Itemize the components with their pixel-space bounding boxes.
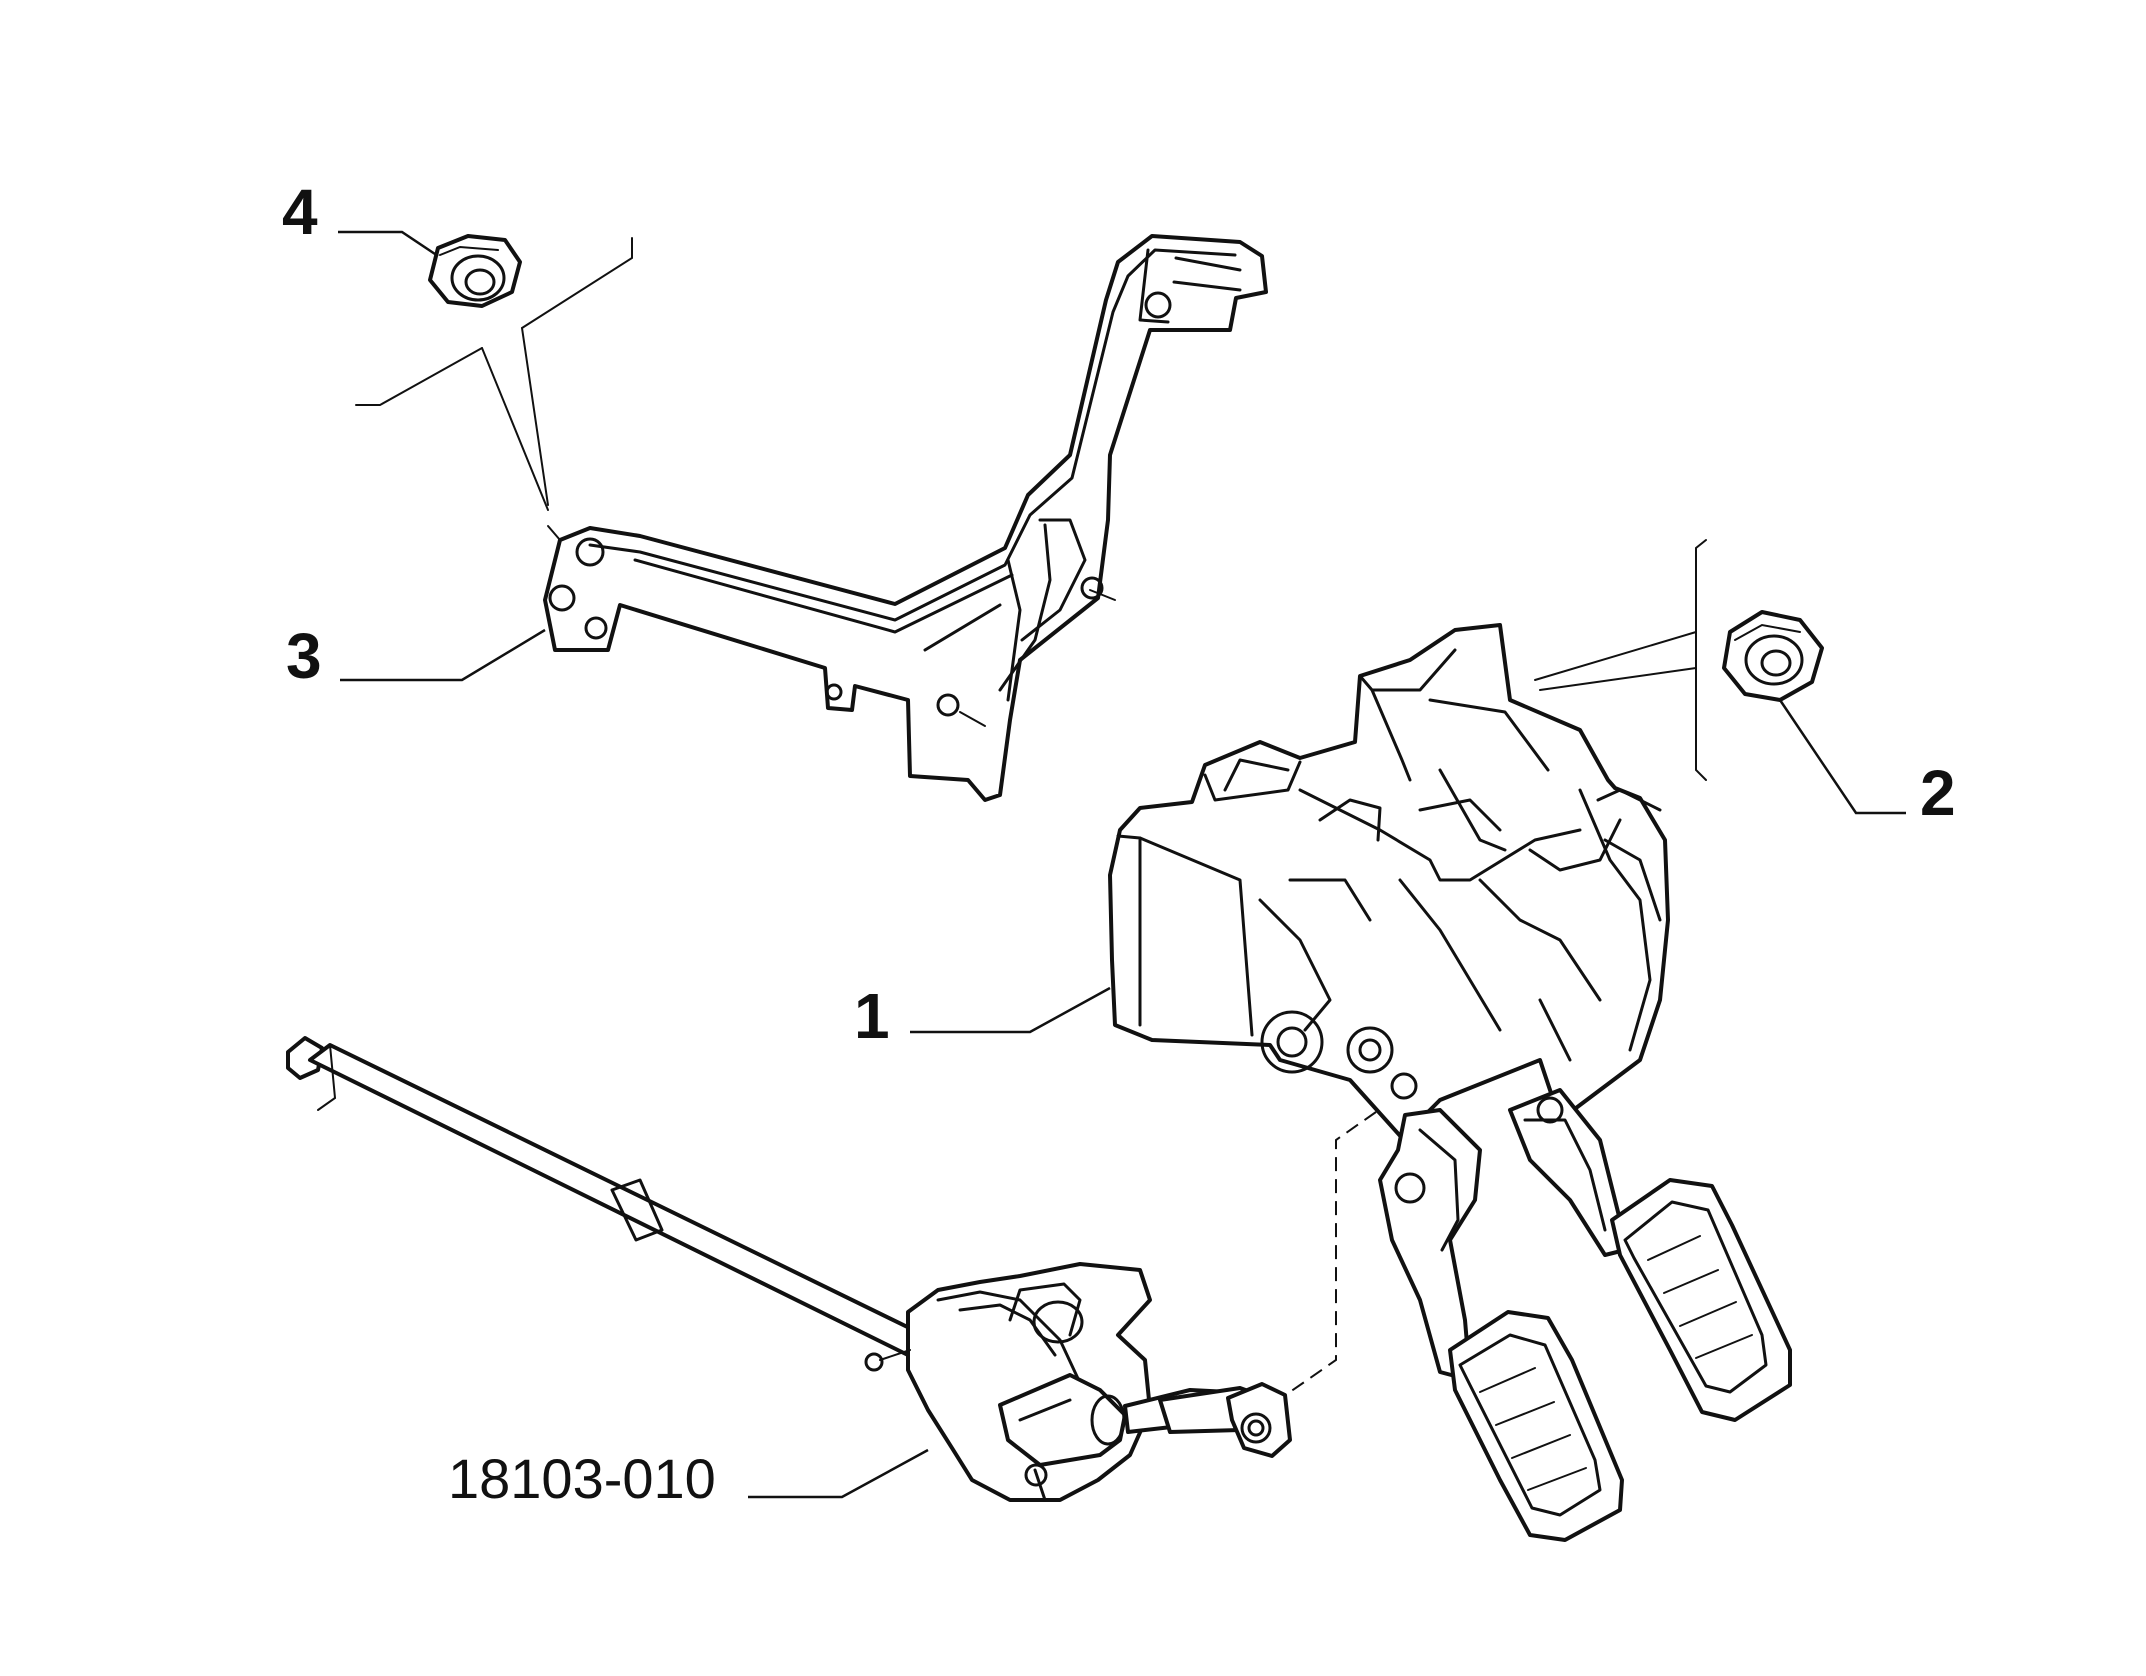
assembly-guide-lines-right <box>1534 539 1707 781</box>
callout-3: 3 <box>286 620 322 692</box>
leader-1 <box>910 986 1111 1034</box>
leader-lines <box>338 230 1906 1499</box>
callout-1: 1 <box>854 980 890 1052</box>
part-1-pedal-box <box>1108 623 1792 1542</box>
leader-ref <box>748 1448 929 1499</box>
assembly-guide-dashed <box>1289 1111 1377 1393</box>
part-18103-010-master-cylinder <box>286 1036 1292 1502</box>
part-3-bracket <box>543 234 1268 802</box>
assembly-guide-lines-top <box>355 237 633 511</box>
callout-4: 4 <box>282 176 318 248</box>
part-2-flange-nut <box>1722 610 1824 702</box>
part-4-flange-nut <box>428 234 522 308</box>
leader-4 <box>338 230 439 258</box>
leader-3 <box>340 628 546 682</box>
callout-2: 2 <box>1920 757 1956 829</box>
leader-2 <box>1778 699 1906 815</box>
callout-ref-18103-010: 18103-010 <box>448 1447 716 1510</box>
